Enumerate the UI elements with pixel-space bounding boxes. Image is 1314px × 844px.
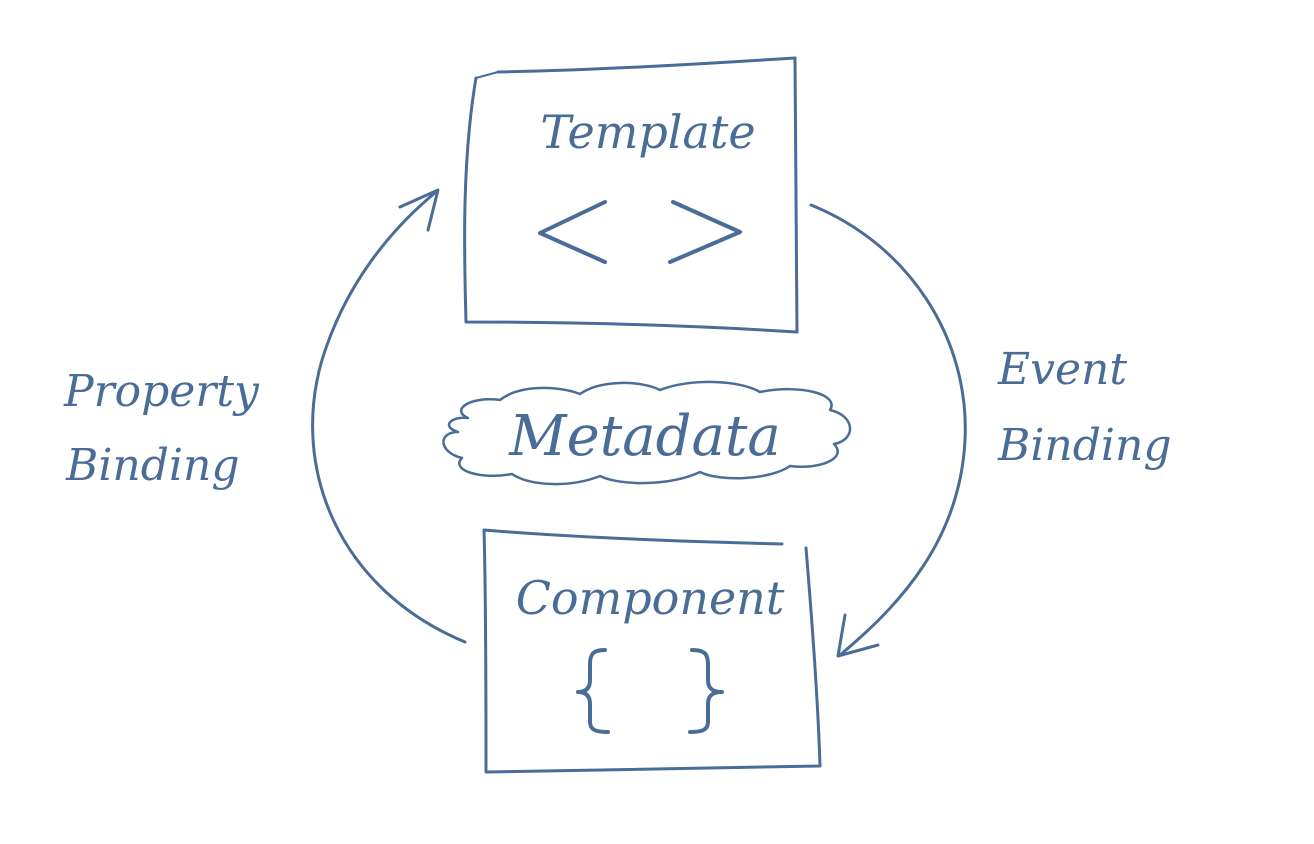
event-binding-line2: Binding <box>997 420 1172 471</box>
component-box: Component <box>482 528 822 774</box>
arrowhead-up-icon <box>398 188 440 232</box>
metadata-cloud: Metadata <box>442 380 852 486</box>
arrowhead-down-icon <box>836 613 880 658</box>
template-box: Template <box>463 56 799 334</box>
template-box-outline <box>463 56 799 334</box>
metadata-label: Metadata <box>508 404 781 469</box>
cloud-outline <box>442 380 852 486</box>
event-binding-line1: Event <box>997 344 1127 395</box>
event-binding-label: Event Binding <box>997 344 1172 471</box>
component-title: Component <box>516 571 785 625</box>
angle-brackets-icon <box>538 200 742 264</box>
curly-braces-icon <box>576 648 724 734</box>
property-binding-line2: Binding <box>65 440 240 491</box>
component-box-outline <box>482 528 822 774</box>
property-binding-line1: Property <box>63 366 260 417</box>
template-title: Template <box>540 105 755 159</box>
event-binding-arrow <box>809 203 967 658</box>
property-binding-label: Property Binding <box>63 366 260 491</box>
property-binding-arrow <box>311 188 467 644</box>
